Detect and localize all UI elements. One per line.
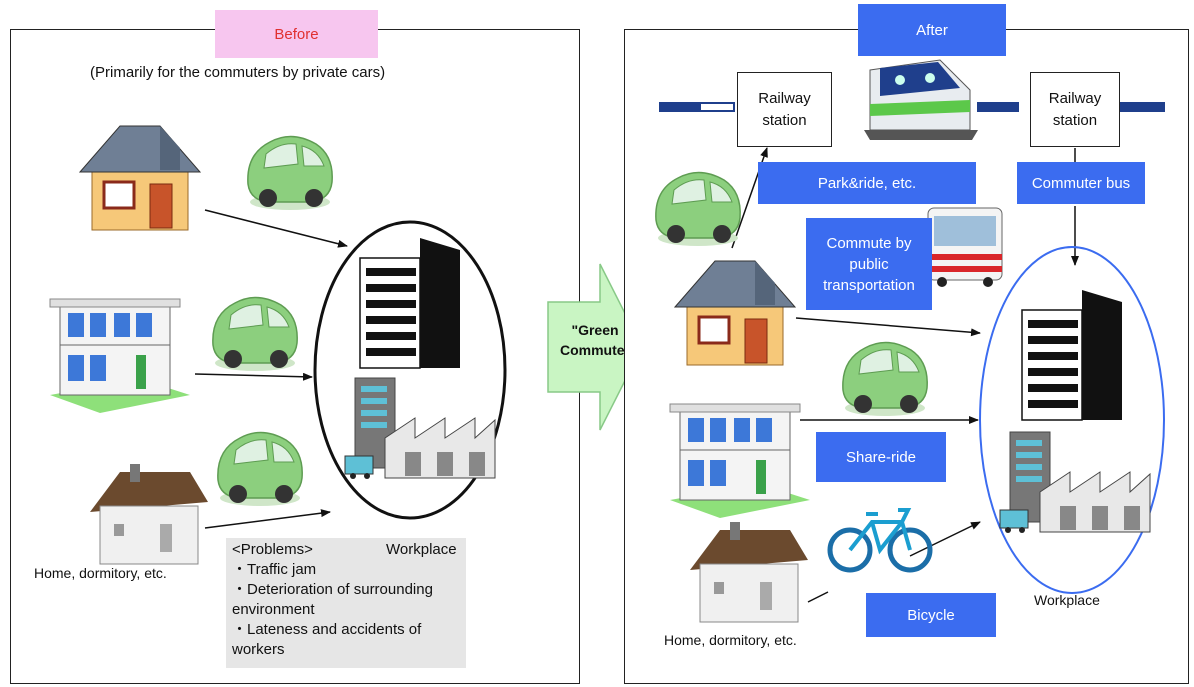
- public-transport-label: Commute by public transportation: [806, 218, 932, 310]
- problem-item: environment: [232, 601, 315, 618]
- bicycle-icon: [828, 500, 932, 575]
- after-home-label: Home, dormitory, etc.: [664, 632, 797, 648]
- share-ride-label: Share-ride: [816, 432, 946, 482]
- transition-label: "Green Commuter": [560, 322, 637, 358]
- bus-icon: [927, 207, 1003, 288]
- after-house-2: [669, 403, 811, 519]
- park-ride-label: Park&ride, etc.: [758, 162, 976, 204]
- problem-item: workers: [232, 641, 285, 658]
- car-icon: [842, 341, 928, 417]
- commuter-bus-label: Commuter bus: [1017, 162, 1145, 206]
- problems-box: <Problems> Workplace ・Traffic jam ・Deter…: [226, 538, 466, 668]
- problem-item: ・Lateness and accidents of: [232, 621, 422, 638]
- after-title: After: [858, 4, 1006, 56]
- before-home-label: Home, dormitory, etc.: [34, 565, 167, 581]
- factory-icon: [999, 431, 1151, 534]
- after-house-3: [689, 521, 809, 623]
- before-subtitle: (Primarily for the commuters by private …: [90, 64, 386, 81]
- car-icon: [655, 171, 741, 247]
- green-commuter-arrow: [547, 263, 643, 431]
- after-workplace-label: Workplace: [1034, 592, 1100, 608]
- problem-item: ・Traffic jam: [232, 561, 317, 578]
- problem-item: ・Deterioration of surrounding: [232, 581, 433, 598]
- before-workplace-label: Workplace: [386, 541, 457, 558]
- before-title: Before: [215, 10, 378, 58]
- problems-title: <Problems>: [232, 541, 313, 558]
- office-building-icon: [1021, 289, 1123, 421]
- railway-station-right: Railway station: [1030, 72, 1120, 147]
- train-icon: [863, 59, 979, 141]
- railway-station-left: Railway station: [737, 72, 832, 147]
- bicycle-label: Bicycle: [866, 593, 996, 637]
- after-house-1: [673, 259, 797, 367]
